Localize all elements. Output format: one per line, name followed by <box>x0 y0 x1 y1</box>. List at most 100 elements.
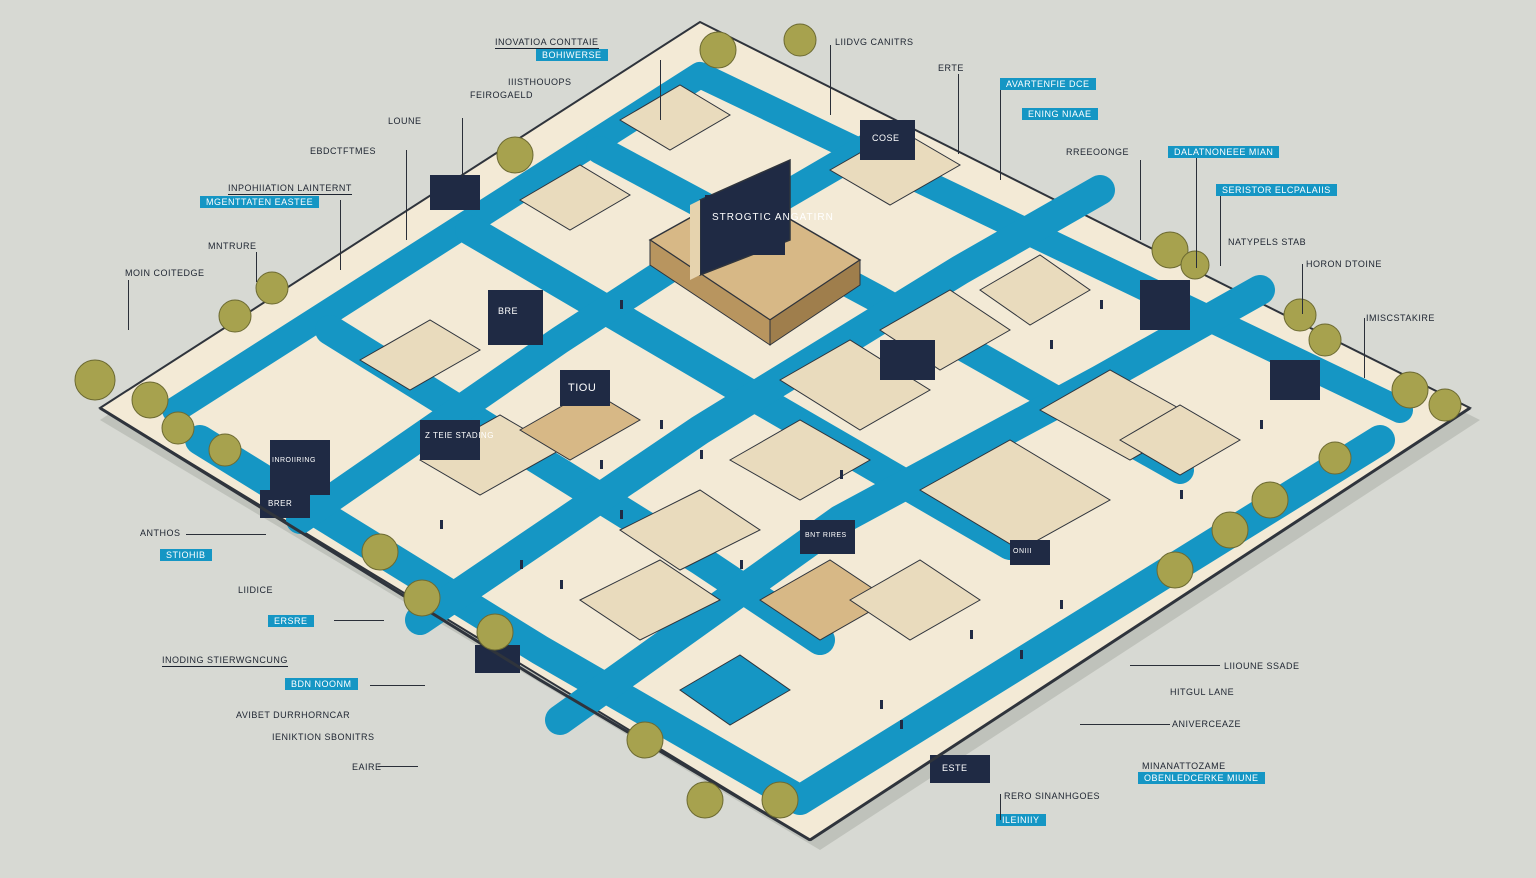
callout-obenledcerke-miune: OBENLEDCERKE MIUNE <box>1138 772 1265 784</box>
leader-line <box>1140 160 1141 240</box>
leader-line <box>378 766 418 767</box>
callout-minanattozame: MINANATTOZAME <box>1142 761 1226 771</box>
booth-wall <box>560 370 610 406</box>
booth-zones <box>359 84 1241 726</box>
center-stage <box>648 158 862 346</box>
gate-sign: ESTE <box>942 763 968 773</box>
booth-wall <box>860 120 915 160</box>
booth-wall <box>420 420 480 460</box>
booth-wall <box>430 175 480 210</box>
callout-information-lantern: INPOHIIATION LAINTERNT <box>228 183 352 195</box>
callout-bohiwerse: BOHIWERSE <box>536 49 608 61</box>
callout-rero-sinanhgoes: RERO SINANHGOES <box>1004 791 1101 801</box>
booth-zone <box>728 419 872 501</box>
callout-dalatnoneee-mian: DALATNONEEE MIAN <box>1168 146 1280 158</box>
leader-line <box>1364 318 1365 378</box>
callout-innovation-center: INOVATIOA CONTTAIE <box>495 37 599 49</box>
booth-wall <box>800 520 855 554</box>
leader-line <box>334 620 384 621</box>
booth-zone <box>919 439 1111 551</box>
leader-line <box>1130 665 1220 666</box>
booth-wall <box>930 755 990 783</box>
booth-wall <box>1140 280 1190 330</box>
leader-line <box>1220 196 1221 266</box>
leader-line <box>406 150 407 240</box>
callout-iiisthouops: IIISTHOUOPS <box>508 77 572 87</box>
leader-line <box>128 280 129 330</box>
callout-erte: ERTE <box>938 63 964 73</box>
callout-hitgul-lane: HITGUL LANE <box>1170 687 1235 697</box>
booth-zone <box>979 254 1091 326</box>
callout-mgenttaten-eastee: MGENTTATEN EASTEE <box>200 196 320 208</box>
booth-sign-onin: ONIII <box>1013 548 1032 555</box>
booth-wall <box>880 340 935 380</box>
callout-ersre: ERSRE <box>268 615 314 627</box>
callout-mntrure: MNTRURE <box>208 241 257 251</box>
callout-anthos: ANTHOS <box>140 528 181 538</box>
leader-line <box>340 200 341 270</box>
callout-feirogaeld: FEIROGAELD <box>470 90 534 100</box>
center-stage-sign: STROGTIC ANGATIRN <box>712 212 834 223</box>
leader-line <box>186 534 266 535</box>
callout-horon-dtoine: HORON DTOINE <box>1306 259 1382 269</box>
callout-seristor-elcpalaiis: SERISTOR ELCPALAIIS <box>1216 184 1337 196</box>
callout-bdn-noonm: BDN NOONM <box>285 678 358 690</box>
booth-wall <box>488 290 543 345</box>
booth-zone <box>679 654 791 726</box>
leader-line <box>660 60 661 120</box>
booth-zone <box>779 339 931 431</box>
leader-line <box>370 685 425 686</box>
leader-line <box>1196 158 1197 268</box>
left-gate-sign: BRER <box>268 499 293 508</box>
callout-avartenfie-dce: AVARTENFIE DCE <box>1000 78 1096 90</box>
callout-natypels-stab: NATYPELS STAB <box>1228 237 1307 247</box>
booth-walls <box>260 120 1320 783</box>
aisle-cross-1 <box>405 175 1115 635</box>
callout-aniverceaze: ANIVERCEAZE <box>1172 719 1242 729</box>
booth-zone <box>519 164 631 231</box>
callout-rreeoonge: RREEOONGE <box>1066 147 1130 157</box>
booth-zone <box>619 489 761 571</box>
callout-stiohib: STIOHIB <box>160 549 212 561</box>
callout-loune: LOUNE <box>388 116 422 126</box>
callout-eaire: EAIRE <box>352 762 382 772</box>
booth-sign-introdind: INROIIRING <box>272 457 316 464</box>
booth-wall <box>1010 540 1050 565</box>
leader-line <box>1080 724 1170 725</box>
callout-lidvg-canitrs: LIIDVG CANITRS <box>835 37 914 47</box>
booth-zone <box>579 559 721 641</box>
booth-zone <box>849 559 981 641</box>
leader-line <box>830 45 831 115</box>
leader-line <box>1000 90 1001 180</box>
leader-line <box>462 118 463 178</box>
callout-ileiniiy: ILEINIIY <box>996 814 1046 826</box>
callout-liioune-ssade: LIIOUNE SSADE <box>1224 661 1300 671</box>
booth-zone <box>359 319 481 391</box>
leader-line <box>1302 264 1303 314</box>
tree-icon <box>74 23 1462 819</box>
callout-moin-coitedge: MOIN COITEDGE <box>125 268 205 278</box>
booth-wall <box>270 440 330 495</box>
callout-avibet-durrhorncar: AVIBET DURRHORNCAR <box>236 710 351 720</box>
callout-lidice: LIIDICE <box>238 585 274 595</box>
callout-imiscstakire: IMISCSTAKIRE <box>1366 313 1435 323</box>
callout-ening-niaae: ENING NIAAE <box>1022 108 1098 120</box>
fence-icon <box>99 406 1471 842</box>
callout-ebdctftmes: EBDCTFTMES <box>310 146 377 156</box>
leader-line <box>958 74 959 154</box>
booth-sign-bnt-rires: BNT RIRES <box>805 532 847 539</box>
booth-sign-tiou: TIOU <box>568 382 597 394</box>
leader-line <box>1000 794 1001 820</box>
callout-ienition-sbonitrs: IENIKTION SBONITRS <box>272 732 375 742</box>
person-icon <box>440 300 1263 729</box>
booth-sign-cose: COSE <box>872 133 900 143</box>
leader-line <box>256 252 257 282</box>
callout-inoding-stierwgncung: INODING STIERWGNCUNG <box>162 655 288 667</box>
booth-wall <box>1270 360 1320 400</box>
aisle-cross-3 <box>545 275 1275 735</box>
booth-sign-bre: BRE <box>498 306 519 316</box>
booth-sign-stading: Z TEIE STADING <box>425 431 494 440</box>
booth-zone <box>1119 404 1241 476</box>
